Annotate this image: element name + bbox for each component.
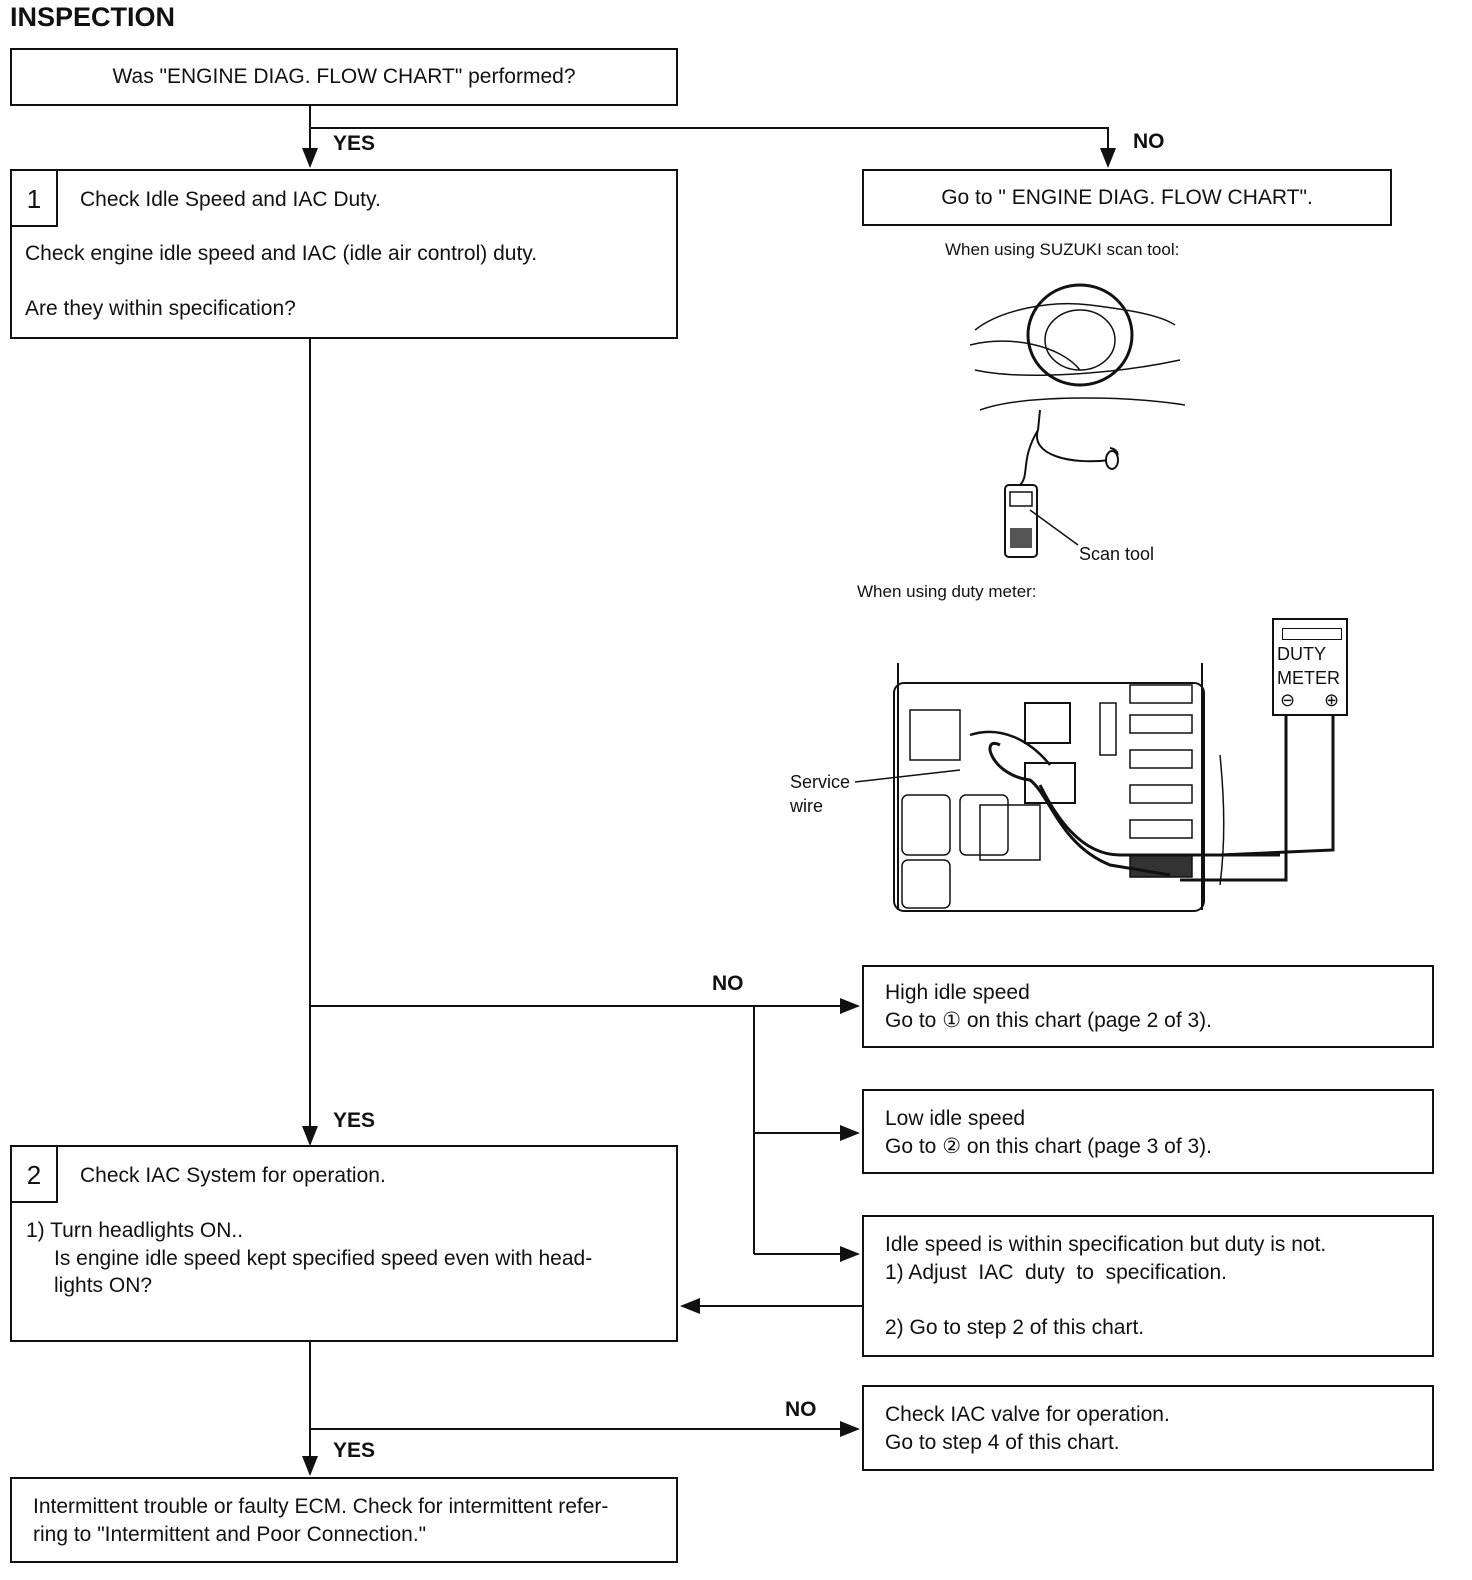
label-no-2: NO (712, 972, 744, 995)
start-question-text: Was "ENGINE DIAG. FLOW CHART" performed? (112, 65, 576, 88)
iac-valve-box: Check IAC valve for operation. Go to ste… (862, 1385, 1434, 1471)
intermittent-trouble-line-1: Intermittent trouble or faulty ECM. Chec… (33, 1495, 609, 1518)
label-yes-2: YES (333, 1109, 376, 1132)
label-yes-1: YES (333, 132, 376, 155)
duty-not-in-spec-title: Idle speed is within specification but d… (885, 1233, 1327, 1256)
start-question-box: Was "ENGINE DIAG. FLOW CHART" performed? (10, 48, 678, 106)
step-2-instruction: 1) Turn headlights ON.. (26, 1219, 244, 1242)
step-2-question-1: Is engine idle speed kept specified spee… (54, 1247, 593, 1270)
duty-not-in-spec-box: Idle speed is within specification but d… (862, 1215, 1434, 1357)
fuse-box-illustration (893, 663, 1280, 912)
minus-terminal-icon: ⊖ (1280, 690, 1296, 710)
duty-meter-label-2: METER (1277, 668, 1340, 688)
low-idle-box: Low idle speed Go to ② on this chart (pa… (862, 1089, 1434, 1174)
plus-terminal-icon: ⊕ (1324, 690, 1340, 710)
low-idle-action: Go to ② on this chart (page 3 of 3). (885, 1135, 1212, 1158)
duty-meter-device: DUTY METER ⊖ ⊕ (1272, 618, 1348, 716)
scan-tool-illustration (969, 283, 1186, 558)
duty-meter-leads (1180, 716, 1335, 882)
intermittent-trouble-line-2: ring to "Intermittent and Poor Connectio… (33, 1523, 427, 1546)
high-idle-title: High idle speed (885, 981, 1030, 1004)
service-wire-label-2: wire (790, 796, 824, 816)
goto-engine-diag-box: Go to " ENGINE DIAG. FLOW CHART". (862, 169, 1392, 226)
scan-tool-label: Scan tool (1079, 544, 1155, 564)
step-1-title: Check Idle Speed and IAC Duty. (80, 188, 381, 211)
service-wire-label-1: Service (790, 772, 851, 792)
duty-goto-step: 2) Go to step 2 of this chart. (885, 1316, 1145, 1339)
step-1-number: 1 (12, 171, 58, 227)
step-2-number: 2 (12, 1147, 58, 1203)
scan-tool-caption: When using SUZUKI scan tool: (945, 240, 1180, 259)
step-2-title: Check IAC System for operation. (80, 1164, 386, 1187)
duty-adjust-step: 1) Adjust IAC duty to specification. (885, 1261, 1227, 1284)
duty-meter-caption: When using duty meter: (857, 582, 1037, 601)
intermittent-trouble-box: Intermittent trouble or faulty ECM. Chec… (10, 1477, 678, 1563)
step-2-question-2: lights ON? (54, 1274, 153, 1297)
step-2-box: 2 Check IAC System for operation. 1) Tur… (10, 1145, 678, 1342)
low-idle-title: Low idle speed (885, 1107, 1026, 1130)
iac-valve-action: Go to step 4 of this chart. (885, 1431, 1120, 1454)
page-heading: INSPECTION (10, 2, 176, 32)
step-1-box: 1 Check Idle Speed and IAC Duty. Check e… (10, 169, 678, 339)
duty-meter-display (1282, 628, 1342, 640)
step-1-question: Are they within specification? (25, 297, 296, 320)
service-wire-pointer (855, 769, 961, 783)
goto-engine-diag-text: Go to " ENGINE DIAG. FLOW CHART". (941, 186, 1313, 209)
high-idle-action: Go to ① on this chart (page 2 of 3). (885, 1009, 1212, 1032)
label-no-3: NO (785, 1398, 817, 1421)
label-yes-3: YES (333, 1439, 376, 1462)
duty-meter-label-1: DUTY (1277, 644, 1326, 664)
step-1-instruction: Check engine idle speed and IAC (idle ai… (25, 242, 538, 265)
connector-start-no (310, 127, 1116, 168)
iac-valve-title: Check IAC valve for operation. (885, 1403, 1170, 1426)
label-no-1: NO (1133, 130, 1165, 153)
high-idle-box: High idle speed Go to ① on this chart (p… (862, 965, 1434, 1048)
